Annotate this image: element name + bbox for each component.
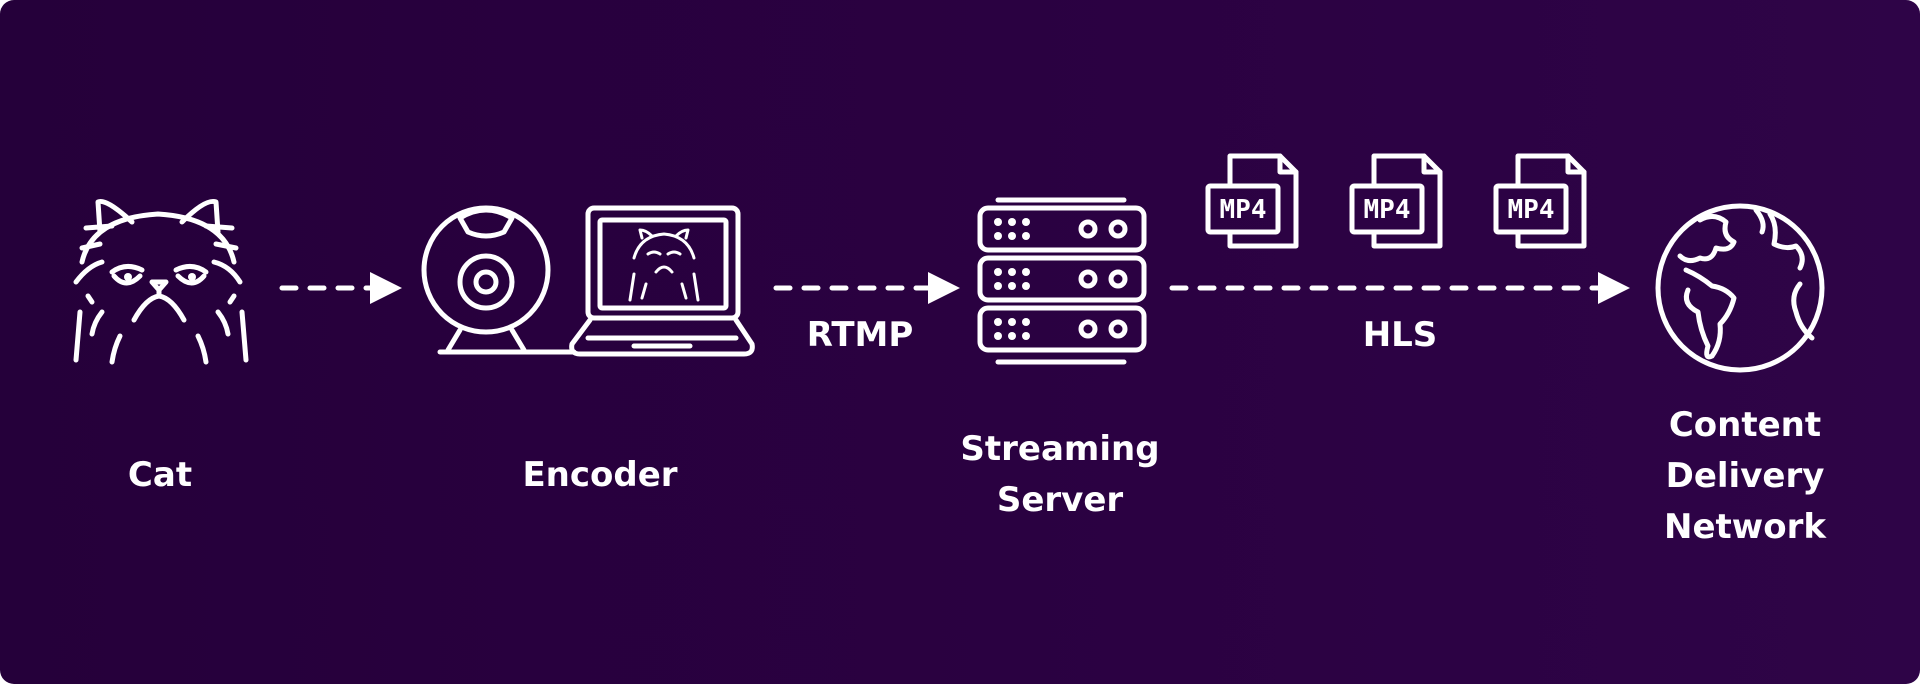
encoder-label: Encoder — [460, 450, 740, 501]
rtmp-edge-label: RTMP — [770, 310, 950, 361]
laptop-icon — [569, 205, 755, 357]
streaming-server-label-line2: Server — [996, 480, 1124, 520]
mp4-file-label: MP4 — [1220, 195, 1267, 225]
hls-label-text: HLS — [1362, 315, 1438, 355]
cdn-label: Content Delivery Network — [1610, 400, 1880, 553]
arrow-right-icon — [1169, 272, 1630, 304]
mp4-file-label: MP4 — [1364, 195, 1411, 225]
arrow-right-icon — [279, 272, 402, 304]
cat-label: Cat — [60, 450, 260, 501]
server-rack-icon — [977, 197, 1147, 365]
streaming-server-label: Streaming Server — [920, 424, 1200, 526]
cdn-label-line2: Delivery — [1665, 456, 1825, 496]
streaming-server-label-line1: Streaming — [960, 429, 1160, 469]
mp4-file-label: MP4 — [1508, 195, 1555, 225]
cat-label-text: Cat — [127, 455, 193, 495]
mp4-file-icon: MP4 — [1349, 153, 1443, 249]
grumpy-cat-icon — [73, 198, 249, 365]
laptop-screen-cat-icon — [628, 228, 700, 302]
encoder-label-text: Encoder — [522, 455, 678, 495]
mp4-file-icon: MP4 — [1493, 153, 1587, 249]
globe-icon — [1655, 203, 1825, 373]
cdn-label-line1: Content — [1668, 405, 1822, 445]
webcam-icon — [421, 205, 577, 355]
cdn-label-line3: Network — [1664, 507, 1826, 547]
hls-edge-label: HLS — [1300, 310, 1500, 361]
arrow-right-icon — [773, 272, 960, 304]
mp4-file-icon: MP4 — [1205, 153, 1299, 249]
rtmp-label-text: RTMP — [806, 315, 914, 355]
